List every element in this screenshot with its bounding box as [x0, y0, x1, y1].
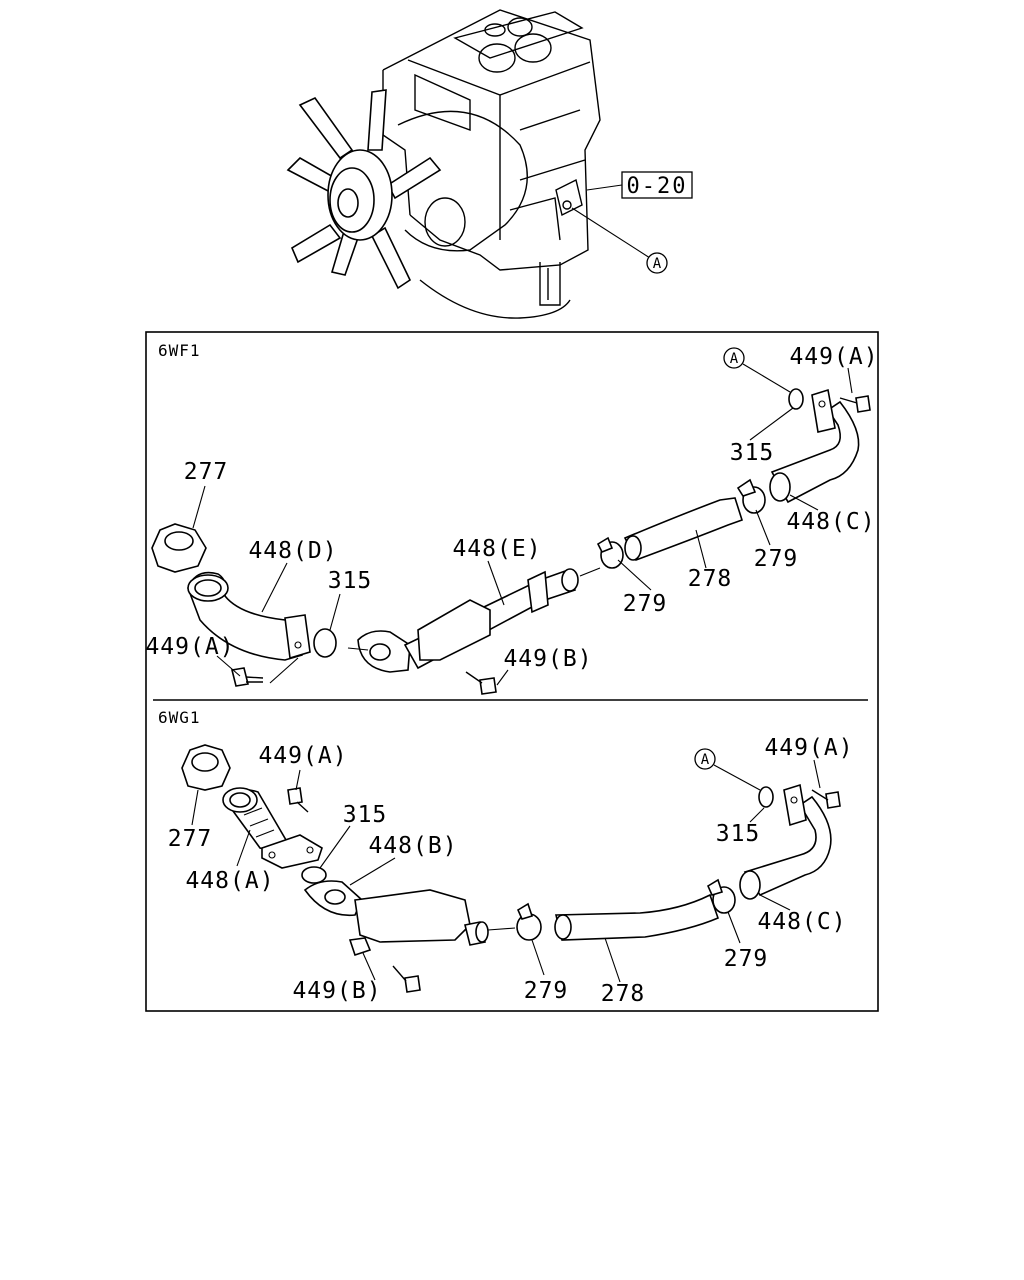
callout-marker: A	[730, 351, 739, 367]
bolt-449b	[392, 965, 421, 993]
section-6wf1: 6WF1	[145, 341, 878, 695]
label-315-left: 315	[328, 568, 373, 594]
bolt-449a-right	[811, 789, 841, 809]
bolt-449a-left	[287, 787, 309, 813]
clamp-left	[596, 536, 624, 569]
variant-label: 6WF1	[158, 341, 201, 360]
label-449a-left: 449(A)	[145, 634, 234, 660]
pipe-448b	[303, 880, 489, 957]
clamp-right	[736, 478, 766, 514]
clamp-left	[516, 902, 542, 941]
clamp-right	[706, 878, 736, 914]
label-315-right: 315	[716, 821, 761, 847]
label-278: 278	[688, 566, 733, 592]
bolt-449b	[465, 671, 497, 695]
label-279-left: 279	[623, 591, 668, 617]
label-448c: 448(C)	[786, 509, 875, 535]
label-449a-left: 449(A)	[258, 743, 347, 769]
label-279-right: 279	[754, 546, 799, 572]
top-callout-marker: A	[646, 252, 668, 274]
reference-box[interactable]: 0-20	[621, 171, 693, 199]
label-279-left: 279	[524, 978, 569, 1004]
label-277: 277	[184, 459, 229, 485]
pipe-448c	[769, 388, 860, 504]
oil-filler-cap	[181, 744, 231, 791]
label-279-right: 279	[724, 946, 769, 972]
reference-label: 0-20	[627, 174, 688, 199]
label-448c: 448(C)	[757, 909, 846, 935]
label-448e: 448(E)	[452, 536, 541, 562]
bolt-449a-right	[839, 395, 871, 413]
label-315-right: 315	[730, 440, 775, 466]
label-449b: 449(B)	[292, 978, 381, 1004]
filler-pipe-448d	[187, 571, 311, 661]
label-315-left: 315	[343, 802, 388, 828]
diagram-frame	[145, 331, 879, 1012]
label-277: 277	[168, 826, 213, 852]
label-449a-right: 449(A)	[764, 735, 853, 761]
gasket-right	[788, 388, 804, 410]
gasket-right	[758, 786, 774, 808]
label-449b: 449(B)	[503, 646, 592, 672]
hose-278	[554, 893, 720, 941]
filler-pipe-448a	[222, 787, 323, 869]
variant-label: 6WG1	[158, 708, 201, 727]
oil-filler-cap	[151, 523, 207, 573]
gasket-left	[301, 866, 327, 884]
callout-marker: A	[701, 752, 710, 768]
bolt-449a-left	[231, 667, 264, 687]
pipe-448c	[739, 783, 832, 900]
hose-278	[623, 497, 743, 561]
label-449a-right: 449(A)	[789, 344, 878, 370]
gasket-left	[313, 628, 337, 658]
oil-pipe-448e	[357, 568, 579, 673]
svg-text:A: A	[653, 256, 662, 272]
label-448a: 448(A)	[185, 868, 274, 894]
label-448d: 448(D)	[248, 538, 337, 564]
label-278: 278	[601, 981, 646, 1007]
section-6wg1: 6WG1	[158, 708, 853, 1007]
engine-illustration	[286, 9, 651, 319]
label-448b: 448(B)	[368, 833, 457, 859]
